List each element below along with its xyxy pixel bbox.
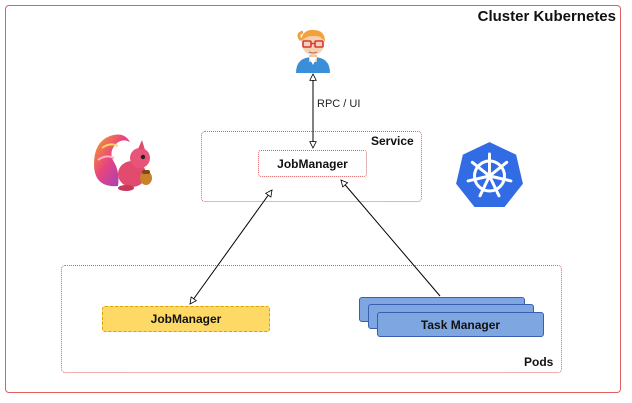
service-jobmanager-node[interactable]: JobManager [258,150,367,177]
service-label: Service [371,134,414,148]
cluster-title: Cluster Kubernetes [477,8,616,25]
rpc-ui-label: RPC / UI [317,98,361,110]
flink-squirrel-logo [94,134,152,191]
taskmanager-node[interactable]: Task Manager [377,312,544,337]
jobmanager-link-arrow [190,190,272,304]
cluster-kubernetes-frame [5,5,621,393]
taskmanager-label: Task Manager [420,317,501,332]
kubernetes-logo [453,139,526,209]
pod-jobmanager-label: JobManager [150,312,222,326]
user-icon [296,29,330,73]
taskmanager-register-arrow [341,180,441,297]
pods-box [61,265,562,373]
service-jobmanager-label: JobManager [277,156,348,171]
pods-label: Pods [524,355,554,369]
pod-jobmanager-node[interactable]: JobManager [102,306,270,332]
